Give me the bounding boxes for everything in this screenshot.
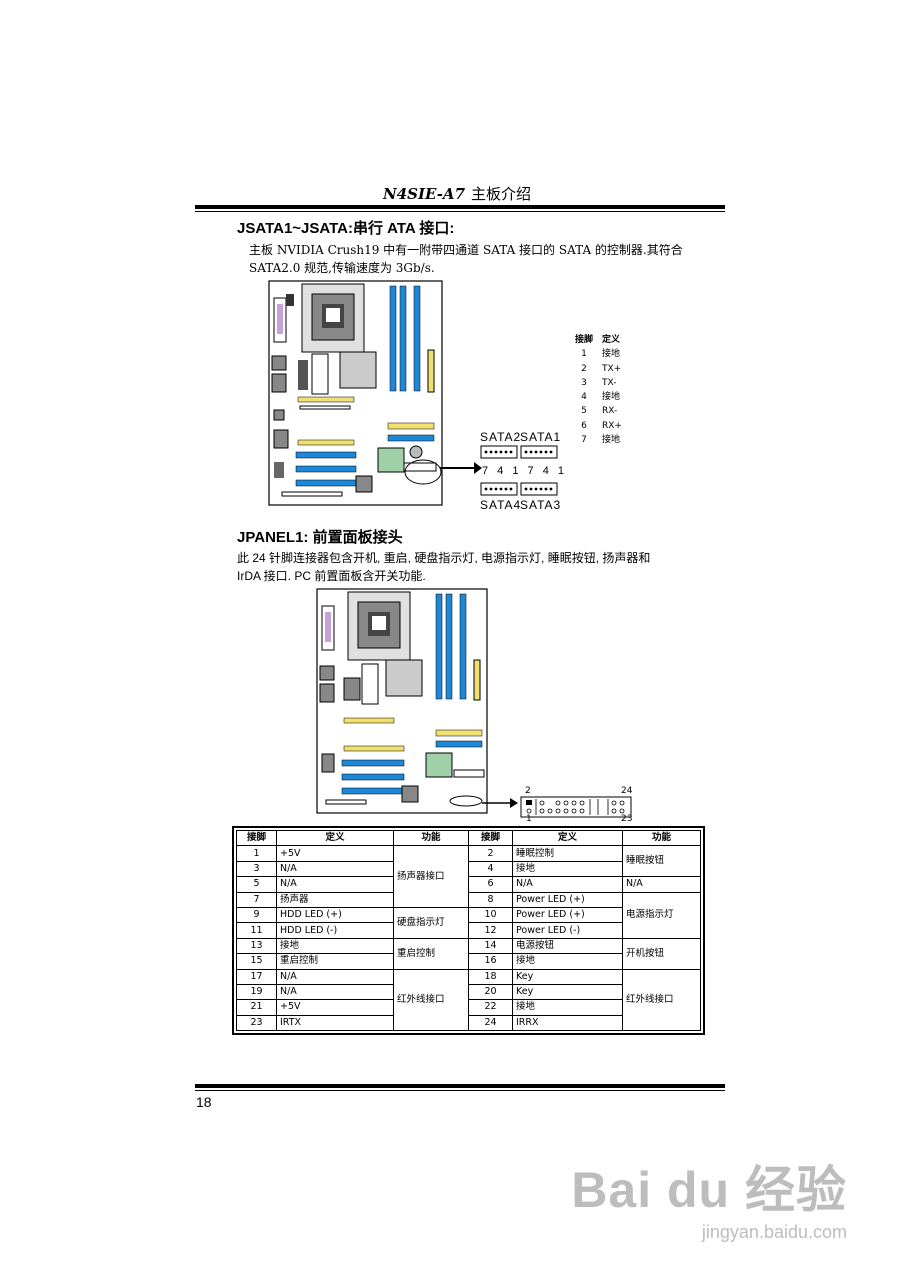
watermark-url: jingyan.baidu.com xyxy=(701,1222,847,1242)
sata4-label: SATA4 xyxy=(480,498,522,512)
definition-header: 定义 xyxy=(602,335,621,345)
col-header: 接脚 xyxy=(468,829,513,847)
header-model: N4SIE-A7 xyxy=(383,185,466,203)
footer-rule-thick xyxy=(195,1084,725,1088)
col-header: 接脚 xyxy=(236,829,277,847)
jpanel-label-24: 24 xyxy=(621,786,633,796)
sata-connectors-top xyxy=(480,445,558,459)
col-header: 定义 xyxy=(512,829,623,847)
sata3-label: SATA3 xyxy=(520,498,562,512)
header-rule-thin xyxy=(195,211,725,212)
section1-para-line1: 主板 NVIDIA Crush19 中有一附带四通道 SATA 接口的 SATA… xyxy=(249,243,683,257)
header-rule-thick xyxy=(195,205,725,209)
col-header: 定义 xyxy=(276,829,394,847)
arrow-icon xyxy=(440,462,482,474)
sata-connectors-bottom xyxy=(480,482,558,496)
section1-para-line2: SATA2.0 规范,传输速度为 3Gb/s. xyxy=(249,261,435,275)
function-cell: 红外线接口 xyxy=(393,968,469,1032)
section2-para-line1: 此 24 针脚连接器包含开机, 重启, 硬盘指示灯, 电源指示灯, 睡眠按钮, … xyxy=(237,551,651,565)
function-cell: N/A xyxy=(622,876,701,893)
jpanel-label-1: 1 xyxy=(526,814,532,824)
section1-heading: JSATA1~JSATA:串行 ATA 接口: xyxy=(237,220,455,237)
sata2-label: SATA2 xyxy=(480,430,522,444)
function-cell: 扬声器接口 xyxy=(393,845,469,908)
function-cell: 红外线接口 xyxy=(622,968,701,1032)
section1-paragraph: 主板 NVIDIA Crush19 中有一附带四通道 SATA 接口的 SATA… xyxy=(249,241,729,277)
function-cell: 硬盘指示灯 xyxy=(393,906,469,939)
function-cell: 电源指示灯 xyxy=(622,891,701,939)
sata1-label: SATA1 xyxy=(520,430,562,444)
baidu-watermark: Bai du 经验 jingyan.baidu.com xyxy=(571,1150,847,1243)
motherboard-diagram-sata xyxy=(268,280,443,506)
motherboard-diagram-panel xyxy=(316,588,488,814)
footer-rule-thin xyxy=(195,1090,725,1091)
sata-pin-digits: 7 4 1 7 4 1 xyxy=(482,465,567,477)
col-header: 功能 xyxy=(622,829,701,847)
watermark-brand: Bai du 经验 xyxy=(571,1162,847,1218)
pin-header: 接脚 xyxy=(574,335,593,345)
section2-heading: JPANEL1: 前置面板接头 xyxy=(237,529,403,546)
function-cell: 重启控制 xyxy=(393,937,469,970)
page-header-title: N4SIE-A7 主板介绍 xyxy=(383,183,531,204)
col-header: 功能 xyxy=(393,829,469,847)
function-cell: 开机按钮 xyxy=(622,937,701,970)
table-header-row: 接脚 定义 功能 接脚 定义 功能 xyxy=(236,829,701,847)
jpanel-header-pins xyxy=(520,796,632,818)
page-number: 18 xyxy=(196,1094,212,1110)
arrow-icon xyxy=(482,798,518,808)
function-cell: 睡眠按钮 xyxy=(622,845,701,878)
header-title-text: 主板介绍 xyxy=(471,185,532,203)
section2-para-line2: IrDA 接口. PC 前置面板含开关功能. xyxy=(237,569,426,583)
section2-paragraph: 此 24 针脚连接器包含开机, 重启, 硬盘指示灯, 电源指示灯, 睡眠按钮, … xyxy=(237,549,727,585)
jpanel-label-23: 23 xyxy=(621,814,633,824)
jpanel-label-2: 2 xyxy=(525,786,531,796)
